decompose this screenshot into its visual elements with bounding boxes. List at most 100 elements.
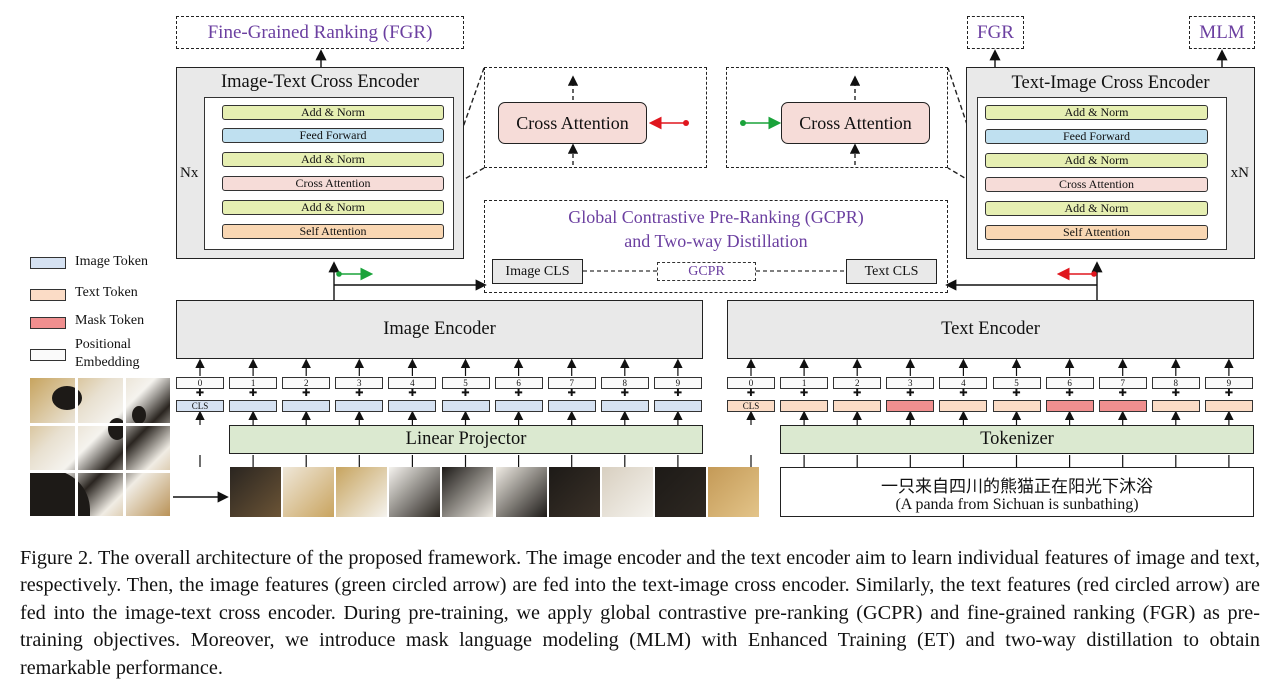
- gcpr-title-line2: and Two-way Distillation: [624, 231, 808, 251]
- right-layer-add-norm-1: Add & Norm: [985, 105, 1208, 120]
- image-token-2: [282, 400, 331, 412]
- chinese-sentence: 一只来自四川的熊猫正在阳光下沐浴: [881, 477, 1153, 497]
- text-position-embedding-7: 7: [1098, 377, 1147, 389]
- text-position-embedding-5: 5: [992, 377, 1041, 389]
- image-token-7: [547, 400, 596, 412]
- plus-icon: ✚: [461, 388, 470, 399]
- image-patch: [283, 467, 335, 517]
- plus-icon: ✚: [1065, 388, 1074, 399]
- image-patch: [495, 467, 547, 517]
- input-sentence-box: 一只来自四川的熊猫正在阳光下沐浴 (A panda from Sichuan i…: [780, 467, 1254, 517]
- legend-image-token-label: Image Token: [75, 254, 149, 269]
- legend-mask-token-label: Mask Token: [75, 313, 145, 328]
- image-token-1: [229, 400, 278, 412]
- legend-text-token-swatch: [30, 289, 66, 301]
- text-position-embedding-4: 4: [939, 377, 988, 389]
- panda-body: [30, 470, 90, 516]
- text-token-1: [780, 400, 829, 412]
- left-layer-cross-attention: Cross Attention: [222, 176, 444, 191]
- text-token-9: [1204, 400, 1253, 412]
- image-patch: [389, 467, 441, 517]
- image-position-embedding-5: 5: [441, 377, 490, 389]
- zoom-right-label: Cross Attention: [799, 112, 912, 133]
- zoom-left-label: Cross Attention: [516, 112, 629, 133]
- gcpr-center-box: GCPR: [657, 262, 756, 281]
- image-patch: [442, 467, 494, 517]
- image-cls-box: Image CLS: [492, 259, 583, 284]
- plus-icon: ✚: [567, 388, 576, 399]
- right-layer-add-norm-2: Add & Norm: [985, 153, 1208, 168]
- text-image-cross-encoder-title: Text-Image Cross Encoder: [1011, 73, 1210, 93]
- text-token-5: [992, 400, 1041, 412]
- text-token-7: [1098, 400, 1147, 412]
- gcpr-center-label: GCPR: [688, 263, 725, 279]
- image-patch: [336, 467, 388, 517]
- left-layer-add-norm-3: Add & Norm: [222, 200, 444, 215]
- image-token-3: [335, 400, 384, 412]
- fgr-right-box: FGR: [967, 16, 1024, 49]
- text-position-embedding-0: 0: [727, 377, 775, 389]
- image-token-6: [494, 400, 543, 412]
- zoom-right-box: [726, 67, 948, 168]
- image-token-4: [388, 400, 437, 412]
- plus-icon: ✚: [1171, 388, 1180, 399]
- tokenizer: Tokenizer: [780, 425, 1254, 454]
- right-layer-self-attention: Self Attention: [985, 225, 1208, 240]
- image-position-embedding-6: 6: [494, 377, 543, 389]
- image-position-embedding-0: 0: [176, 377, 224, 389]
- text-cls-label: Text CLS: [864, 263, 919, 279]
- plus-icon: ✚: [355, 388, 364, 399]
- repeat-label-right: xN: [1230, 165, 1249, 181]
- right-layer-feed-forward: Feed Forward: [985, 129, 1208, 144]
- image-position-embedding-9: 9: [653, 377, 702, 389]
- image-patch: [230, 467, 281, 517]
- grid-line-v1: [75, 378, 78, 516]
- plus-icon: ✚: [746, 388, 756, 399]
- plus-icon: ✚: [1012, 388, 1021, 399]
- image-position-embedding-3: 3: [335, 377, 384, 389]
- panda-eye-right: [132, 406, 146, 424]
- image-encoder-label: Image Encoder: [383, 319, 496, 339]
- gcpr-title-line1: Global Contrastive Pre-Ranking (GCPR): [568, 207, 864, 227]
- legend-mask-token-swatch: [30, 317, 66, 329]
- zoom-left-box: [484, 67, 707, 168]
- legend: Image Token Text Token Mask Token Positi…: [30, 254, 170, 374]
- image-patch: [654, 467, 706, 517]
- left-layer-self-attention: Self Attention: [222, 224, 444, 239]
- fgr-left-label: Fine-Grained Ranking (FGR): [207, 21, 433, 43]
- plus-icon: ✚: [301, 388, 311, 399]
- plus-icon: ✚: [799, 388, 809, 399]
- legend-positional-label-1: Positional: [75, 337, 132, 352]
- plus-icon: ✚: [852, 388, 862, 399]
- plus-icon: ✚: [408, 388, 417, 399]
- image-token-8: [600, 400, 649, 412]
- linear-projector: Linear Projector: [229, 425, 703, 454]
- text-token-0: CLS: [727, 400, 775, 412]
- image-cls-label: Image CLS: [505, 263, 570, 279]
- left-layer-feed-forward: Feed Forward: [222, 128, 444, 143]
- text-encoder: Text Encoder: [727, 300, 1254, 359]
- text-position-embedding-3: 3: [886, 377, 935, 389]
- legend-text-token-label: Text Token: [75, 285, 138, 300]
- text-token-8: [1151, 400, 1200, 412]
- image-position-embedding-2: 2: [282, 377, 331, 389]
- plus-icon: ✚: [514, 388, 523, 399]
- text-cls-box: Text CLS: [846, 259, 937, 284]
- right-layer-stack: [977, 97, 1227, 250]
- mlm-box: MLM: [1189, 16, 1255, 49]
- right-layer-cross-attention: Cross Attention: [985, 177, 1208, 192]
- image-token-9: [653, 400, 702, 412]
- text-position-embedding-8: 8: [1151, 377, 1200, 389]
- text-position-embedding-9: 9: [1204, 377, 1253, 389]
- mlm-label: MLM: [1199, 21, 1245, 43]
- plus-icon: ✚: [1224, 388, 1234, 399]
- image-patch: [707, 467, 759, 517]
- figure-caption: Figure 2. The overall architecture of th…: [20, 547, 1260, 679]
- legend-positional-label-2: Embedding: [75, 355, 140, 370]
- image-token-0: CLS: [176, 400, 224, 412]
- text-encoder-label: Text Encoder: [941, 319, 1040, 339]
- legend-positional-swatch: [30, 349, 66, 361]
- image-encoder: Image Encoder: [176, 300, 703, 359]
- image-patch: [548, 467, 600, 517]
